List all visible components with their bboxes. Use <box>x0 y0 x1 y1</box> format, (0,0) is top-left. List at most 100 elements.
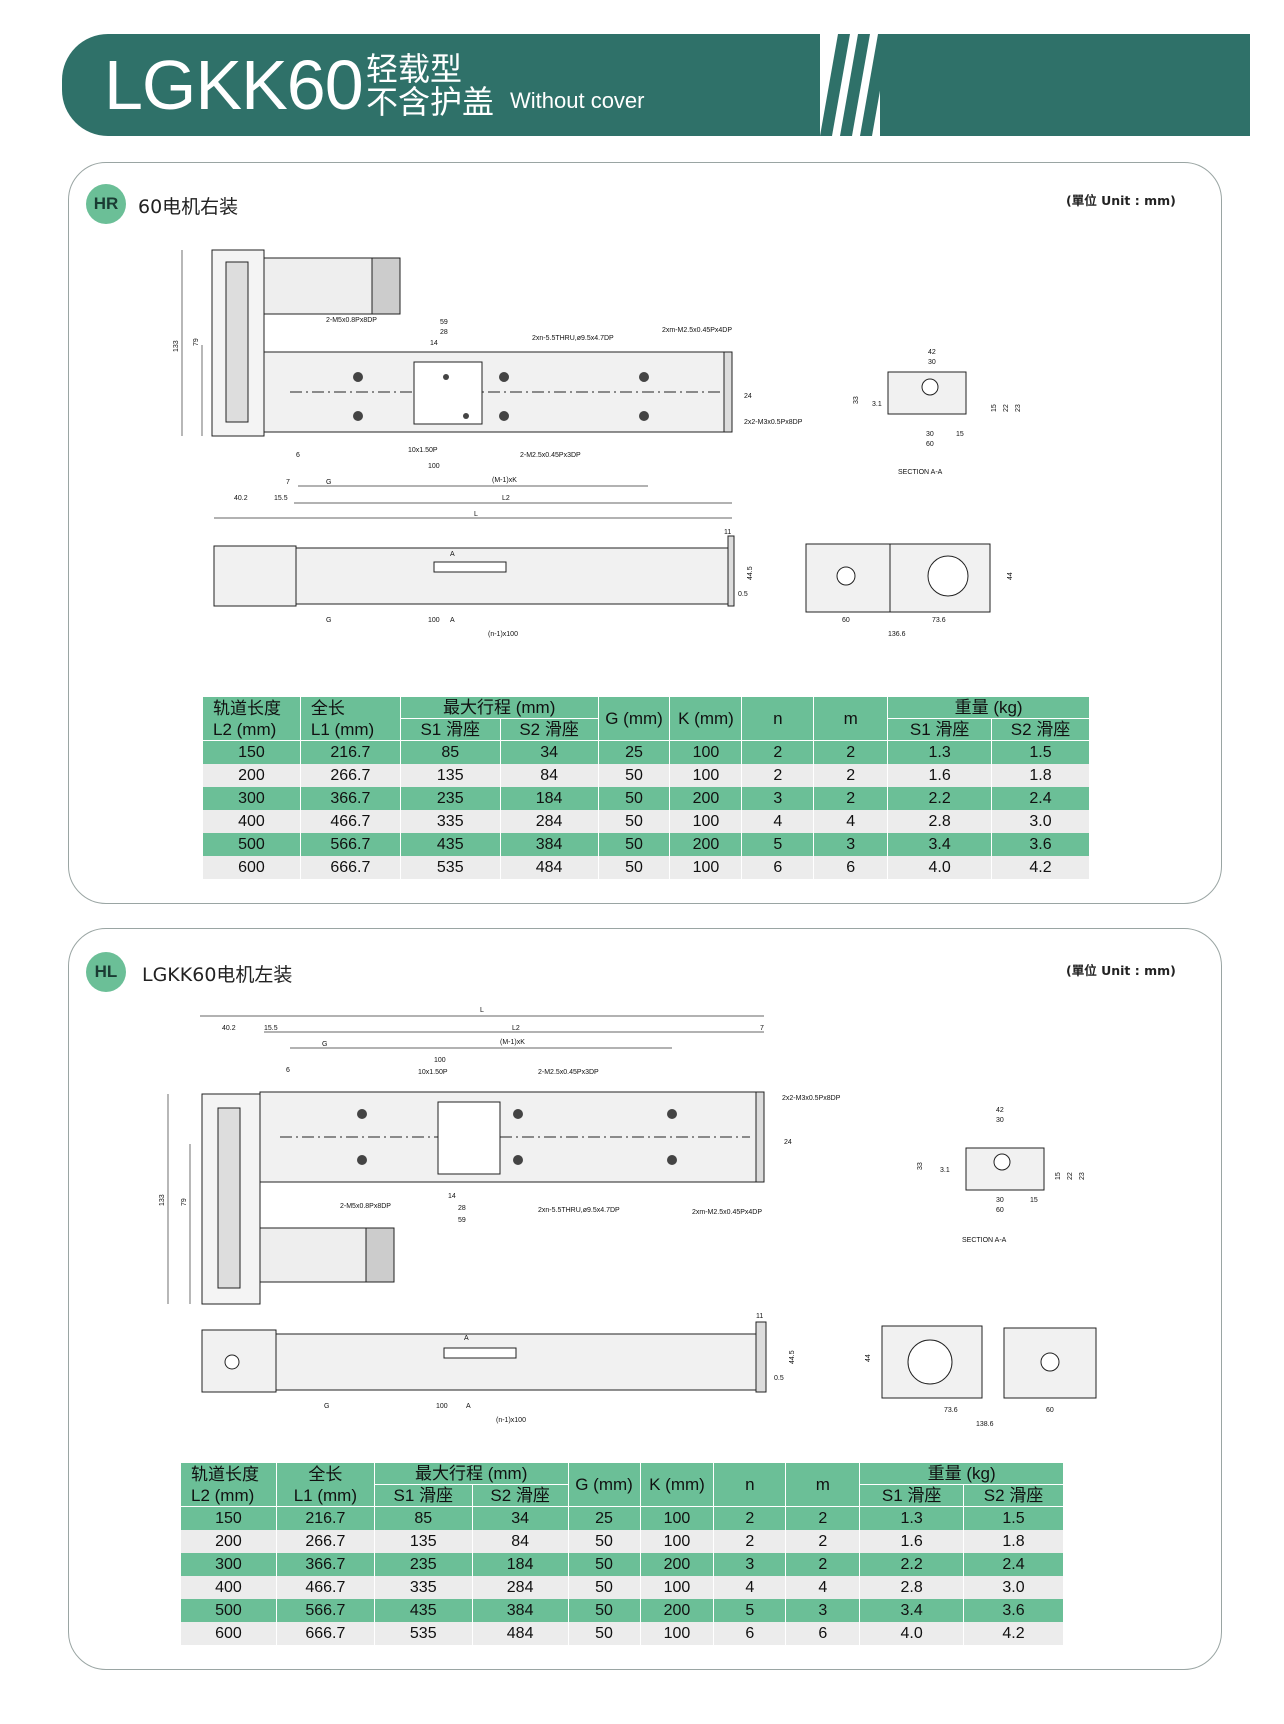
side-a2: A <box>450 617 455 624</box>
hr-technical-drawing: 2-M5x0.8Px8DP 59 28 14 2xn-5.5THRU,ø9.5x… <box>173 249 1022 638</box>
table-cell: 50 <box>567 1553 641 1576</box>
col-stroke-header: 最大行程 (mm) <box>399 696 599 719</box>
dim-24: 24 <box>744 393 752 400</box>
dim-m25n: 2xm-M2.5x0.45Px4DP <box>692 1209 762 1216</box>
table-cell: 466.7 <box>275 1576 375 1599</box>
table-cell: 100 <box>669 856 743 879</box>
col-s2-header: S2 滑座 <box>499 718 599 741</box>
dim-m5: 2-M5x0.8Px8DP <box>326 317 377 324</box>
dim-28: 28 <box>458 1205 466 1212</box>
col-weight-header: 重量 (kg) <box>859 1462 1064 1485</box>
col-m-header: m <box>785 1462 861 1507</box>
table-cell: 184 <box>499 787 599 810</box>
table-cell: 4.0 <box>887 856 993 879</box>
table-cell: 150 <box>202 740 301 764</box>
table-cell: 100 <box>639 1576 715 1599</box>
dim-133: 133 <box>159 1194 166 1206</box>
side-g: G <box>326 617 331 624</box>
table-cell: 235 <box>373 1553 473 1576</box>
table-cell: 535 <box>373 1622 473 1645</box>
sec-23: 23 <box>1079 1172 1086 1180</box>
table-cell: 484 <box>471 1622 569 1645</box>
side-05: 0.5 <box>738 591 748 598</box>
cover-label-cn: 不含护盖 <box>366 83 495 121</box>
hole <box>463 413 469 419</box>
table-cell: 1.5 <box>991 740 1090 764</box>
dim-28: 28 <box>440 329 448 336</box>
sec-22: 22 <box>1003 404 1010 412</box>
table-cell: 566.7 <box>299 833 401 856</box>
table-cell: 566.7 <box>275 1599 375 1622</box>
table-cell: 6 <box>785 1622 861 1645</box>
table-cell: 100 <box>669 764 743 787</box>
table-cell: 3 <box>813 833 889 856</box>
table-cell: 100 <box>669 810 743 833</box>
col-ws2-header: S2 滑座 <box>991 718 1090 741</box>
side-g: G <box>324 1403 329 1410</box>
table-cell: 135 <box>373 1530 473 1553</box>
hole <box>513 1109 523 1119</box>
dim-24: 24 <box>784 1139 792 1146</box>
table-cell: 34 <box>499 740 599 764</box>
col-ws1-header: S1 滑座 <box>887 718 993 741</box>
dim-14: 14 <box>448 1193 456 1200</box>
dim-mk: (M-1)xK <box>492 477 517 484</box>
table-cell: 84 <box>499 764 599 787</box>
hole <box>499 372 509 382</box>
table-cell: 50 <box>567 1530 641 1553</box>
table-cell: 2 <box>813 764 889 787</box>
sec-30: 30 <box>928 359 936 366</box>
table-cell: 135 <box>399 764 501 787</box>
dim-m25n: 2xm-M2.5x0.45Px4DP <box>662 327 732 334</box>
table-cell: 2.2 <box>887 787 993 810</box>
hole <box>353 372 363 382</box>
table-cell: 6 <box>741 856 815 879</box>
table-cell: 4 <box>813 810 889 833</box>
table-cell: 600 <box>202 856 301 879</box>
table-cell: 484 <box>499 856 599 879</box>
sec-31: 3.1 <box>872 401 882 408</box>
table-cell: 50 <box>597 833 671 856</box>
sec-42: 42 <box>996 1107 1004 1114</box>
table-cell: 500 <box>202 833 301 856</box>
table-cell: 1.6 <box>887 764 993 787</box>
dim-59: 59 <box>458 1217 466 1224</box>
table-cell: 4.2 <box>991 856 1090 879</box>
table-cell: 600 <box>180 1622 277 1645</box>
side-a: A <box>464 1335 469 1342</box>
hole <box>443 374 449 380</box>
col-n-header: n <box>741 696 815 741</box>
type-label: 轻载型 <box>366 50 463 88</box>
dim-59: 59 <box>440 319 448 326</box>
sec-30: 30 <box>996 1117 1004 1124</box>
col-ws1-header: S1 滑座 <box>859 1484 965 1507</box>
table-cell: 366.7 <box>275 1553 375 1576</box>
table-cell: 3.0 <box>963 1576 1064 1599</box>
header-bar <box>62 34 820 136</box>
table-cell: 1.6 <box>859 1530 965 1553</box>
table-cell: 666.7 <box>299 856 401 879</box>
table-cell: 400 <box>202 810 301 833</box>
table-cell: 300 <box>180 1553 277 1576</box>
sec-33: 33 <box>917 1162 924 1170</box>
table-cell: 200 <box>669 787 743 810</box>
table-cell: 216.7 <box>299 740 401 764</box>
table-cell: 335 <box>373 1576 473 1599</box>
table-cell: 85 <box>399 740 501 764</box>
col-ws2-header: S2 滑座 <box>963 1484 1064 1507</box>
dim-6: 6 <box>296 452 300 459</box>
hole <box>639 411 649 421</box>
table-cell: 1.3 <box>859 1506 965 1530</box>
hole <box>639 372 649 382</box>
section-title: 60电机右装 <box>138 196 239 218</box>
